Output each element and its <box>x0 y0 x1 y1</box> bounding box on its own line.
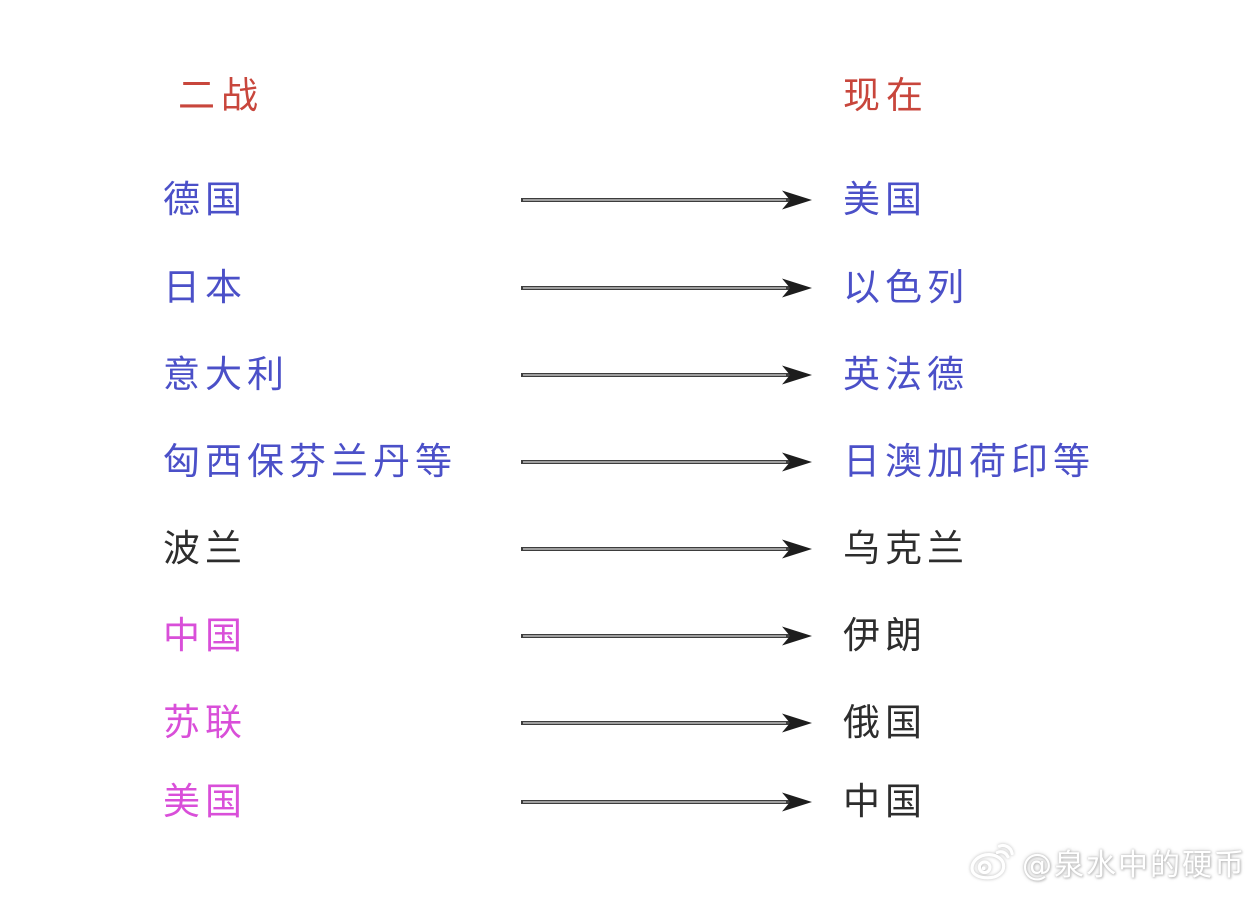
modern-country: 日澳加荷印等 <box>843 440 1095 483</box>
arrow-right-icon <box>521 626 812 646</box>
ww2-country: 中国 <box>163 614 247 657</box>
weibo-icon <box>970 843 1014 880</box>
mapping-row: 中国 伊朗 <box>0 610 1260 662</box>
arrow-right-icon <box>521 190 812 210</box>
ww2-country: 匈西保芬兰丹等 <box>163 440 457 483</box>
watermark-text: @泉水中的硬币 <box>1022 848 1246 883</box>
ww2-country: 德国 <box>163 178 247 221</box>
mapping-row: 美国 中国 <box>0 776 1260 828</box>
arrow-right-icon <box>521 713 812 733</box>
ww2-country: 波兰 <box>163 527 247 570</box>
mapping-row: 德国 美国 <box>0 174 1260 226</box>
modern-country: 乌克兰 <box>843 527 969 570</box>
watermark: @泉水中的硬币 <box>968 840 1246 884</box>
arrow-right-icon <box>521 278 812 298</box>
ww2-country: 日本 <box>163 266 247 309</box>
modern-country: 英法德 <box>843 353 969 396</box>
ww2-country: 美国 <box>163 780 247 823</box>
modern-country: 以色列 <box>843 266 969 309</box>
ww2-country: 意大利 <box>163 353 289 396</box>
mapping-row: 苏联 俄国 <box>0 697 1260 749</box>
modern-country: 俄国 <box>843 701 927 744</box>
right-column-header: 现在 <box>843 74 929 117</box>
modern-country: 中国 <box>843 780 927 823</box>
mapping-row: 匈西保芬兰丹等 日澳加荷印等 <box>0 436 1260 488</box>
arrow-right-icon <box>521 365 812 385</box>
arrow-right-icon <box>521 539 812 559</box>
arrow-right-icon <box>521 792 812 812</box>
left-column-header: 二战 <box>178 74 264 117</box>
mapping-row: 日本 以色列 <box>0 262 1260 314</box>
mapping-row: 波兰 乌克兰 <box>0 523 1260 575</box>
arrow-right-icon <box>521 452 812 472</box>
mapping-row: 意大利 英法德 <box>0 349 1260 401</box>
modern-country: 伊朗 <box>843 614 927 657</box>
ww2-country: 苏联 <box>163 701 247 744</box>
modern-country: 美国 <box>843 178 927 221</box>
